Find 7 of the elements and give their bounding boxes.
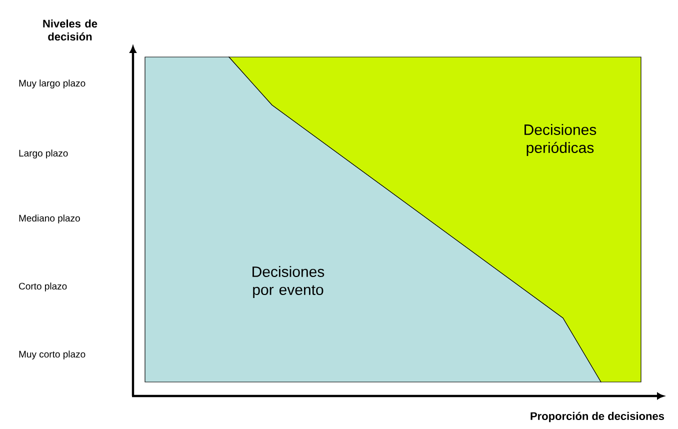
axis-label: Muy largo plazo [19,80,86,88]
axis-label: Muy corto plazo [19,350,86,360]
axis-title: Niveles de decisión [43,19,98,41]
axis-label: Mediano plazo [19,214,80,224]
axis-label: Corto plazo [19,282,67,292]
axis-title: Proporción de decisiones [530,412,664,422]
axis-label: Largo plazo [19,150,68,158]
